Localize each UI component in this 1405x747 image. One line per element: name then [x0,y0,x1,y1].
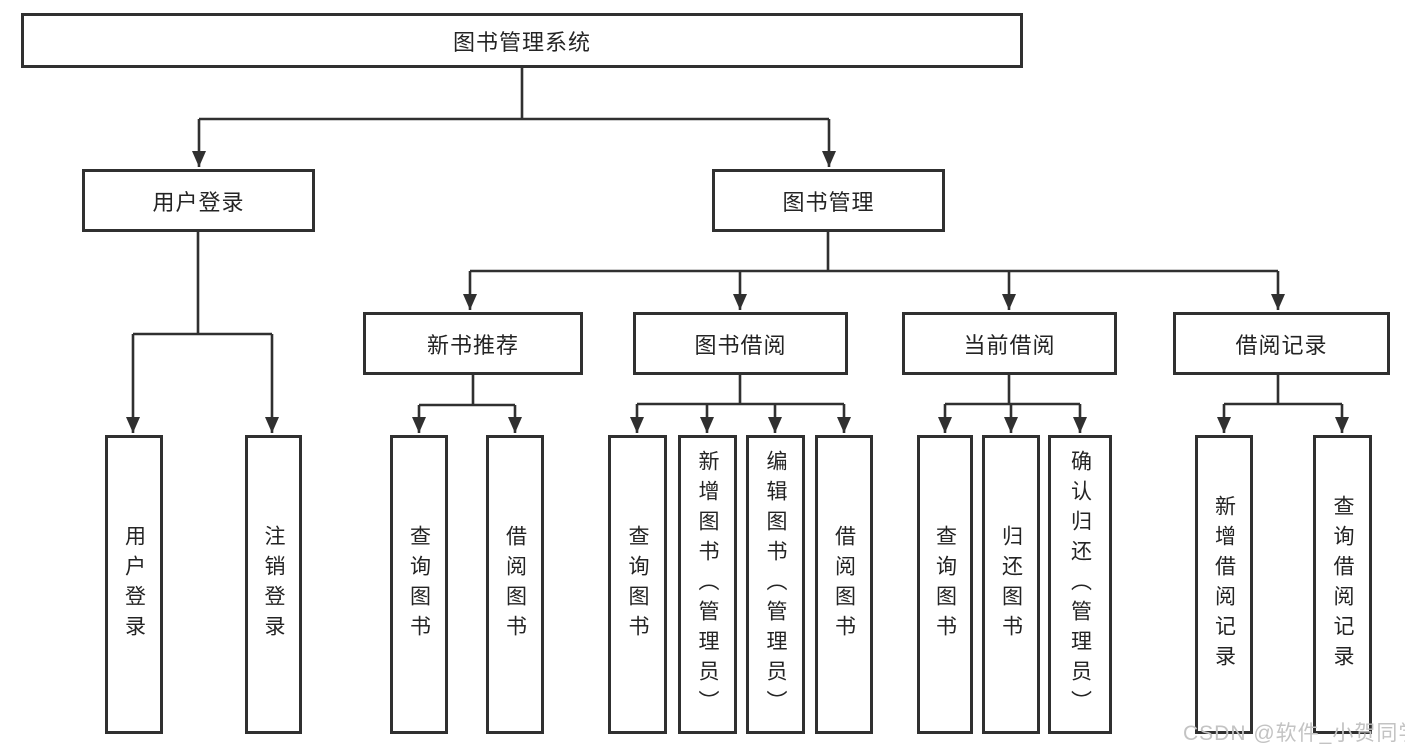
node-user-login-label: 用户登录 [152,189,245,215]
leaf-borrowing-edit: 编辑图书（管理员） [746,435,805,734]
node-book-borrowing: 图书借阅 [633,312,848,375]
node-book-mgmt-label: 图书管理 [782,189,875,215]
leaf-current-query: 查询图书 [917,435,973,734]
leaf-newbook-borrow-label: 借阅图书 [503,524,527,645]
leaf-newbook-query: 查询图书 [390,435,448,734]
leaf-current-confirm: 确认归还（管理员） [1048,435,1112,734]
node-new-book-rec-label: 新书推荐 [426,332,519,358]
connector-records-split [1224,375,1342,406]
connector-current-split [945,375,1080,406]
node-user-login: 用户登录 [82,169,315,232]
connector-user-login-split [133,232,272,336]
leaf-records-add: 新增借阅记录 [1195,435,1253,734]
connector-root-split [199,68,829,121]
node-book-borrowing-label: 图书借阅 [694,332,787,358]
node-current-borrowing: 当前借阅 [902,312,1117,375]
node-book-mgmt: 图书管理 [712,169,945,232]
node-new-book-rec: 新书推荐 [363,312,583,375]
node-root: 图书管理系统 [21,13,1023,68]
csdn-watermark: CSDN @软件_小贺同学 [1183,722,1405,745]
leaf-borrowing-add-label: 新增图书（管理员） [696,449,719,720]
node-current-borrowing-label: 当前借阅 [963,332,1056,358]
connector-new-book-split [419,375,515,407]
leaf-borrowing-add: 新增图书（管理员） [678,435,737,734]
leaf-logout-label: 注销登录 [262,524,285,645]
leaf-logout: 注销登录 [245,435,302,734]
leaf-borrowing-query-label: 查询图书 [626,524,649,645]
connector-borrowing-split [637,375,844,406]
node-root-label: 图书管理系统 [452,29,591,55]
leaf-user-login-label: 用户登录 [122,524,146,645]
leaf-user-login: 用户登录 [105,435,163,734]
leaf-newbook-borrow: 借阅图书 [486,435,544,734]
leaf-current-query-label: 查询图书 [933,524,957,645]
leaf-borrowing-edit-label: 编辑图书（管理员） [764,449,787,720]
leaf-records-query-label: 查询借阅记录 [1331,494,1354,675]
leaf-borrowing-borrow-label: 借阅图书 [832,524,856,645]
leaf-borrowing-borrow: 借阅图书 [815,435,873,734]
leaf-current-return-label: 归还图书 [999,524,1023,645]
connector-book-mgmt-split [470,232,1278,273]
node-borrow-records-label: 借阅记录 [1235,332,1328,358]
leaf-current-return: 归还图书 [982,435,1040,734]
leaf-newbook-query-label: 查询图书 [407,524,431,645]
node-borrow-records: 借阅记录 [1173,312,1390,375]
leaf-current-confirm-label: 确认归还（管理员） [1068,449,1092,720]
leaf-records-add-label: 新增借阅记录 [1212,494,1236,675]
leaf-records-query: 查询借阅记录 [1313,435,1372,734]
leaf-borrowing-query: 查询图书 [608,435,667,734]
